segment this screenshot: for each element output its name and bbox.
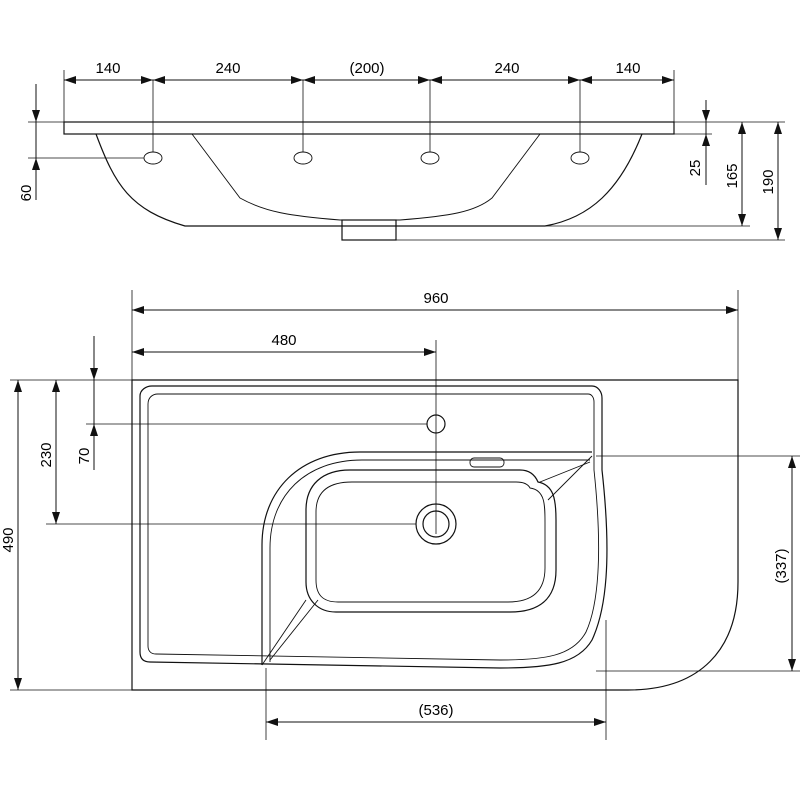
top-inner-rim-2 bbox=[147, 393, 600, 661]
dim-top-1: 140 bbox=[95, 60, 120, 77]
top-view: 960 480 490 230 70 (337) bbox=[0, 290, 800, 740]
top-basin-outer bbox=[261, 451, 592, 665]
top-inner-rim bbox=[139, 385, 608, 669]
dim-top-5: 140 bbox=[615, 60, 640, 77]
dim-70: 70 bbox=[76, 448, 93, 465]
dim-536: (536) bbox=[418, 702, 453, 719]
side-inner-bowl bbox=[191, 133, 541, 221]
side-basin-body bbox=[95, 133, 643, 227]
dim-right-25: 25 bbox=[687, 160, 704, 177]
tap-hole-4 bbox=[570, 151, 590, 165]
dim-top-2: 240 bbox=[215, 60, 240, 77]
tap-hole-2 bbox=[293, 151, 313, 165]
tap-hole-1 bbox=[143, 151, 163, 165]
side-countertop bbox=[63, 121, 675, 135]
side-drain bbox=[341, 219, 397, 241]
top-basin-inner bbox=[305, 469, 557, 613]
side-view: 140 240 (200) 240 140 60 25 165 190 bbox=[18, 60, 785, 241]
top-outline bbox=[131, 379, 739, 691]
overflow-slot bbox=[469, 457, 505, 468]
top-basin-inner-2 bbox=[315, 481, 546, 603]
tap-hole-3 bbox=[420, 151, 440, 165]
dim-960: 960 bbox=[423, 290, 448, 307]
dim-top-3: (200) bbox=[349, 60, 384, 77]
dim-490: 490 bbox=[0, 527, 17, 552]
top-basin-outer-2 bbox=[269, 459, 590, 662]
dim-230: 230 bbox=[38, 442, 55, 467]
dim-right-190: 190 bbox=[760, 169, 777, 194]
dim-right-165: 165 bbox=[724, 163, 741, 188]
dim-left-60: 60 bbox=[18, 185, 35, 202]
dim-480: 480 bbox=[271, 332, 296, 349]
dim-337: (337) bbox=[773, 548, 790, 583]
dim-top-4: 240 bbox=[494, 60, 519, 77]
